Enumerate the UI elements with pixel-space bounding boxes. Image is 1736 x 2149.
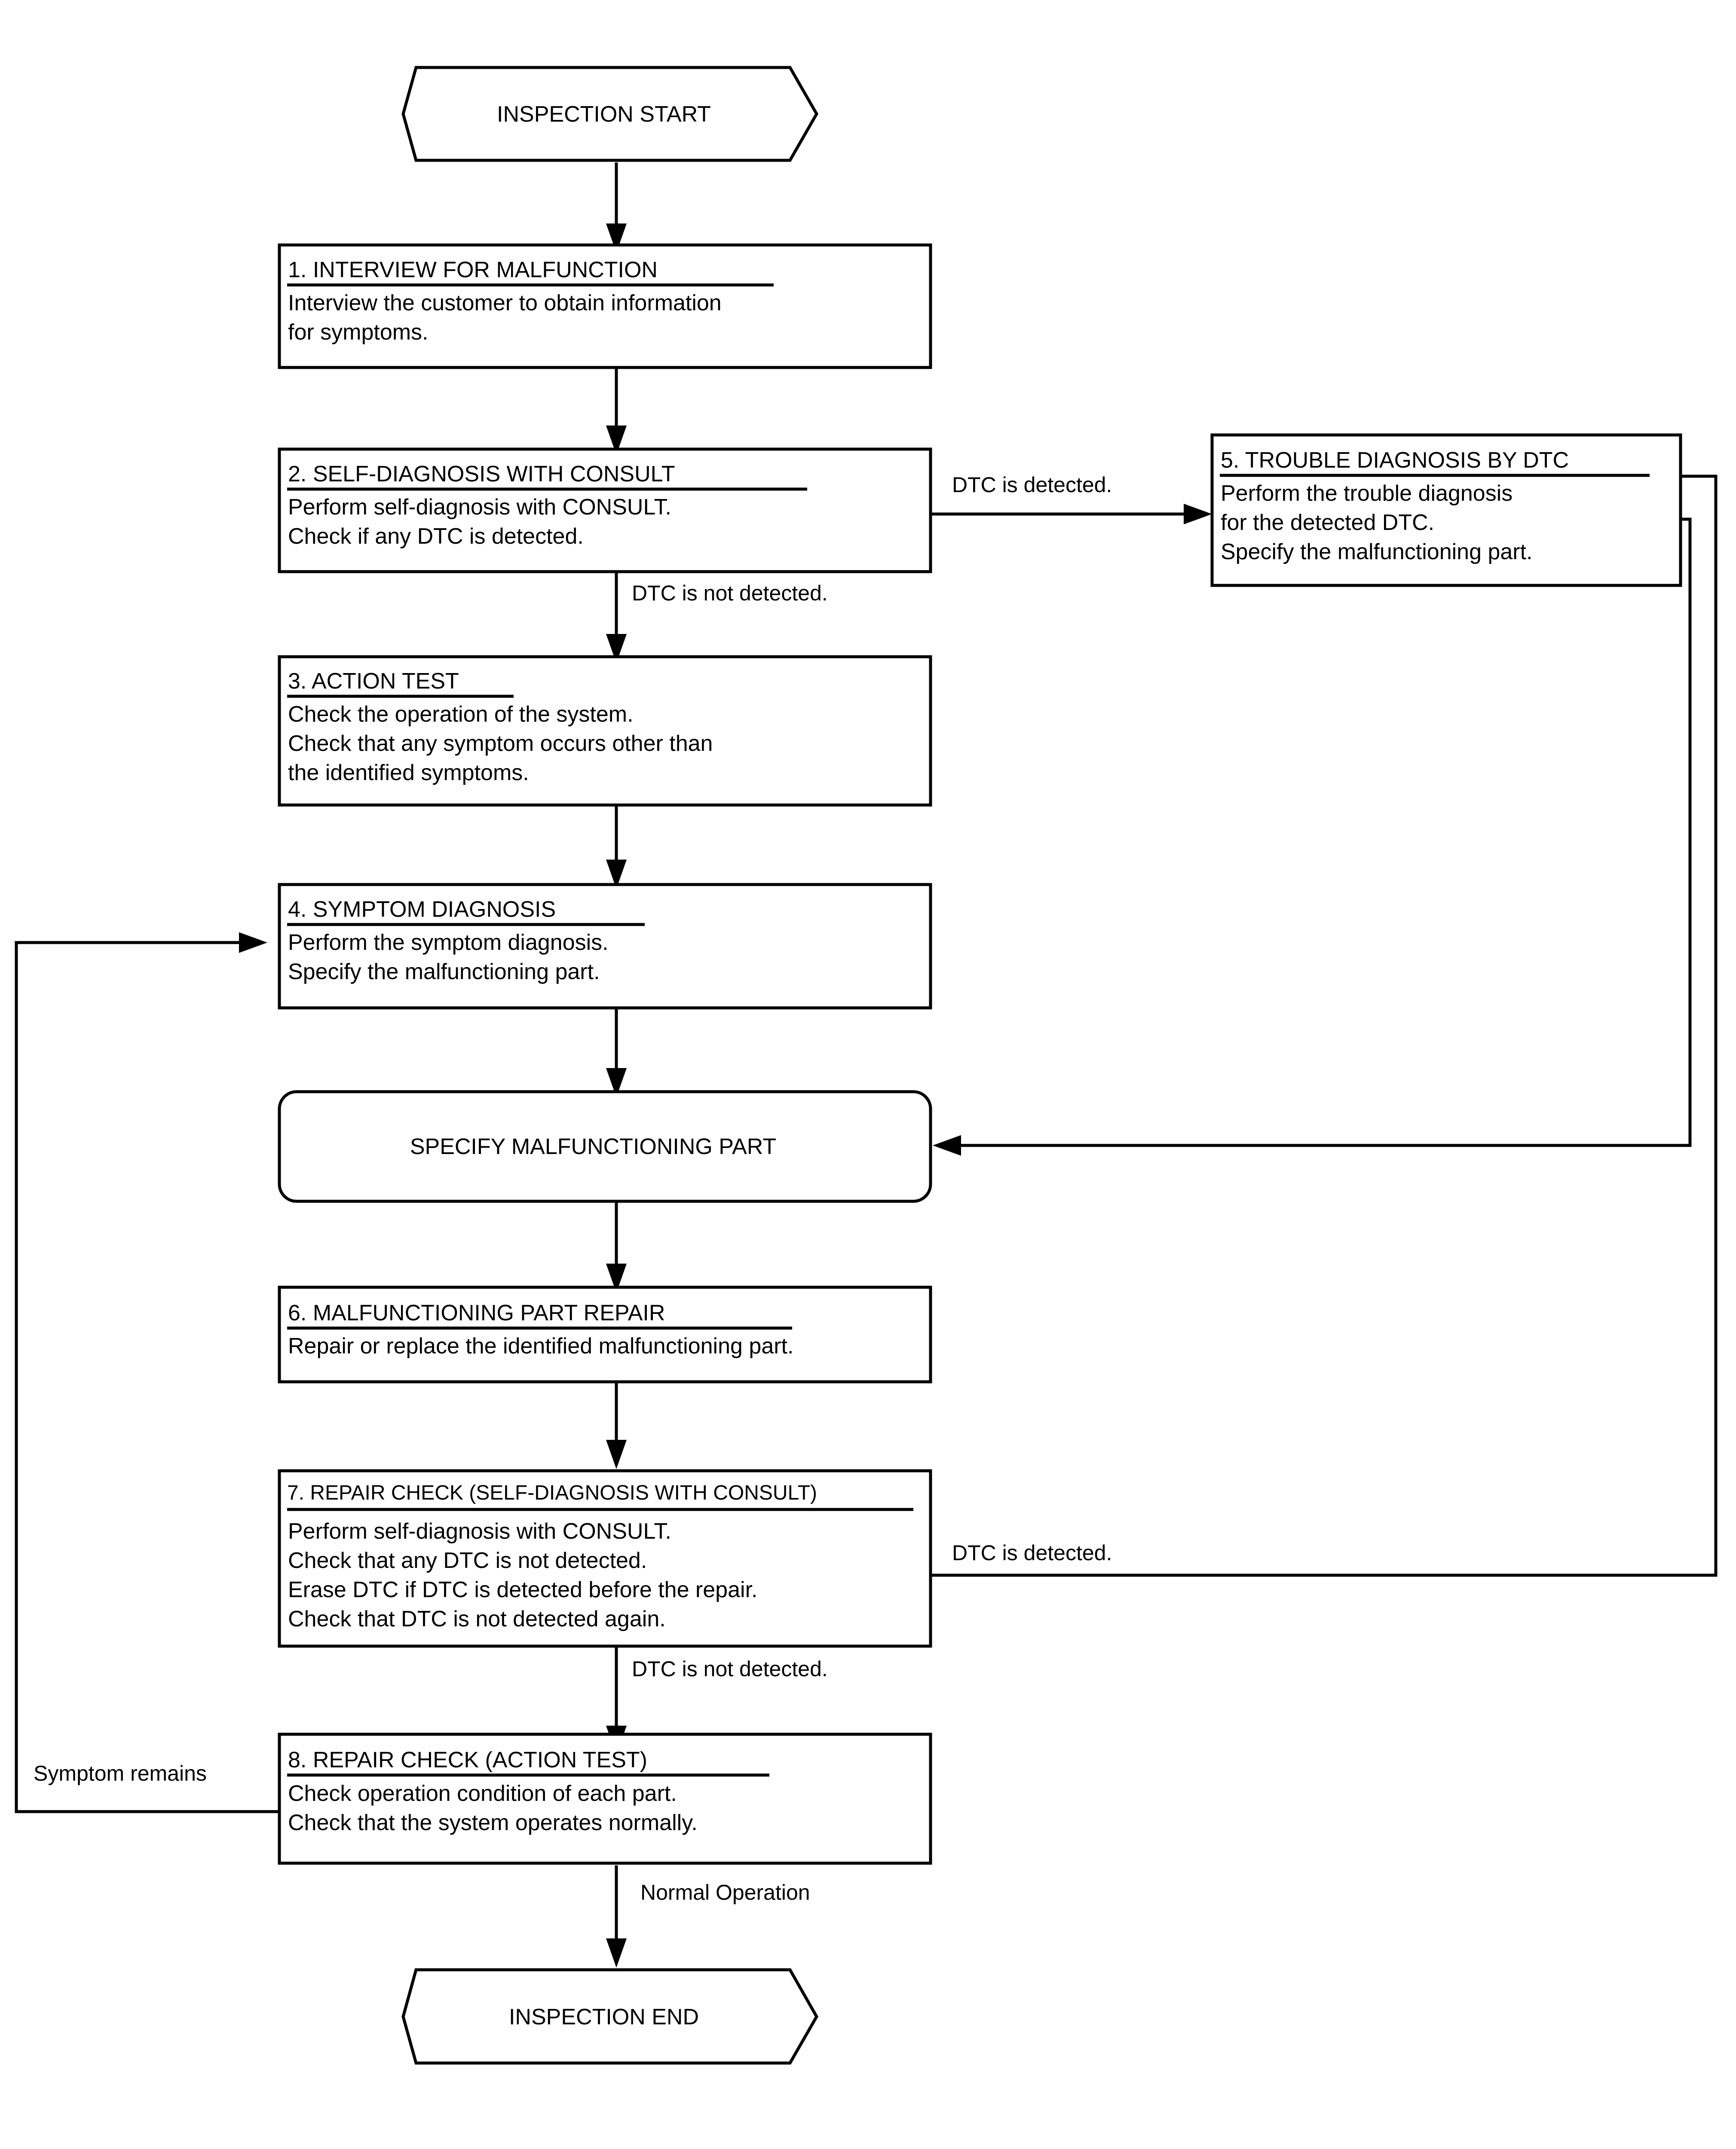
label-dtc-not-detected-step2: DTC is not detected. [632, 581, 828, 605]
step2-box [278, 447, 932, 573]
specify-box [278, 1090, 932, 1203]
connectors [15, 162, 1718, 1968]
step3-box [278, 655, 932, 807]
edge-step8-to-step4 [15, 941, 279, 1813]
arrowhead-step8-to-end [606, 1938, 627, 1968]
step7-box [278, 1469, 932, 1648]
label-dtc-detected-step7: DTC is detected. [952, 1541, 1112, 1565]
step7-line-2: Check that any DTC is not detected. [288, 1548, 647, 1573]
step2-line-1: Perform self-diagnosis with CONSULT. [288, 495, 671, 520]
step6-box [278, 1286, 932, 1384]
node-step6[interactable]: 6. MALFUNCTIONING PART REPAIR Repair or … [278, 1286, 932, 1384]
step1-line-2: for symptoms. [288, 320, 429, 345]
step3-line-1: Check the operation of the system. [288, 702, 634, 727]
step2-title: 2. SELF-DIAGNOSIS WITH CONSULT [288, 462, 675, 487]
start-hexagon [401, 66, 819, 162]
end-hexagon [401, 1968, 819, 2065]
node-inspection-start[interactable]: INSPECTION START [401, 66, 819, 162]
edge-labels: DTC is detected. DTC is not detected. DT… [34, 473, 1112, 1904]
step7-line-1: Perform self-diagnosis with CONSULT. [288, 1519, 671, 1544]
arrowhead-step8-to-step4 [239, 932, 267, 953]
arrowhead-step1-to-step2 [606, 426, 627, 455]
step5-line-3: Specify the malfunctioning part. [1221, 539, 1533, 564]
label-dtc-detected-step2: DTC is detected. [952, 473, 1112, 497]
step5-title: 5. TROUBLE DIAGNOSIS BY DTC [1221, 448, 1569, 473]
step8-line-1: Check operation condition of each part. [288, 1781, 677, 1806]
arrowhead-step6-to-step7 [606, 1440, 627, 1469]
step7-title: 7. REPAIR CHECK (SELF-DIAGNOSIS WITH CON… [287, 1482, 817, 1504]
step1-box [278, 243, 932, 369]
node-step1[interactable]: 1. INTERVIEW FOR MALFUNCTION Interview t… [278, 243, 932, 369]
node-specify-malfunctioning-part[interactable]: SPECIFY MALFUNCTIONING PART [278, 1090, 932, 1203]
node-step8[interactable]: 8. REPAIR CHECK (ACTION TEST) Check oper… [278, 1733, 932, 1865]
step4-line-2: Specify the malfunctioning part. [288, 959, 600, 984]
step8-box [278, 1733, 932, 1865]
edge-step5-to-specify [946, 517, 1692, 1147]
label-symptom-remains: Symptom remains [34, 1761, 207, 1785]
node-step4[interactable]: 4. SYMPTOM DIAGNOSIS Perform the symptom… [278, 883, 932, 1010]
step3-line-3: the identified symptoms. [288, 760, 529, 785]
step6-line-1: Repair or replace the identified malfunc… [288, 1334, 793, 1359]
step2-line-2: Check if any DTC is detected. [288, 524, 584, 549]
arrowhead-step4-to-specify [606, 1068, 627, 1097]
arrowhead-start-to-step1 [606, 223, 627, 253]
arrowhead-step2-to-step3 [606, 634, 627, 663]
node-inspection-end[interactable]: INSPECTION END [401, 1968, 819, 2065]
arrowhead-step3-to-step4 [606, 860, 627, 889]
arrowhead-specify-to-step6 [606, 1264, 627, 1293]
step4-title: 4. SYMPTOM DIAGNOSIS [288, 897, 556, 922]
arrowhead-step5-to-specify [933, 1135, 961, 1156]
arrowhead-step2-to-step5 [1184, 504, 1212, 524]
step4-line-1: Perform the symptom diagnosis. [288, 930, 609, 955]
step1-title: 1. INTERVIEW FOR MALFUNCTION [288, 257, 658, 282]
specify-label: SPECIFY MALFUNCTIONING PART [410, 1134, 776, 1159]
step3-line-2: Check that any symptom occurs other than [288, 731, 713, 756]
step3-title: 3. ACTION TEST [288, 669, 459, 694]
node-step7[interactable]: 7. REPAIR CHECK (SELF-DIAGNOSIS WITH CON… [278, 1469, 932, 1648]
step5-box [1210, 433, 1682, 587]
step4-box [278, 883, 932, 1010]
step6-title: 6. MALFUNCTIONING PART REPAIR [288, 1301, 665, 1326]
start-label: INSPECTION START [497, 102, 711, 127]
node-step2[interactable]: 2. SELF-DIAGNOSIS WITH CONSULT Perform s… [278, 447, 932, 573]
step5-line-2: for the detected DTC. [1221, 510, 1434, 535]
node-step5[interactable]: 5. TROUBLE DIAGNOSIS BY DTC Perform the … [1210, 433, 1682, 587]
step1-line-1: Interview the customer to obtain informa… [288, 291, 722, 315]
step8-line-2: Check that the system operates normally. [288, 1810, 698, 1835]
step8-title: 8. REPAIR CHECK (ACTION TEST) [288, 1748, 647, 1772]
node-step3[interactable]: 3. ACTION TEST Check the operation of th… [278, 655, 932, 807]
edge-step7-to-step5 [931, 474, 1718, 1577]
step7-line-3: Erase DTC if DTC is detected before the … [288, 1577, 757, 1602]
end-label: INSPECTION END [509, 2005, 699, 2030]
label-dtc-not-detected-step7: DTC is not detected. [632, 1657, 828, 1681]
step5-line-1: Perform the trouble diagnosis [1221, 481, 1512, 506]
label-normal-operation: Normal Operation [640, 1880, 810, 1904]
step7-line-4: Check that DTC is not detected again. [288, 1607, 666, 1632]
